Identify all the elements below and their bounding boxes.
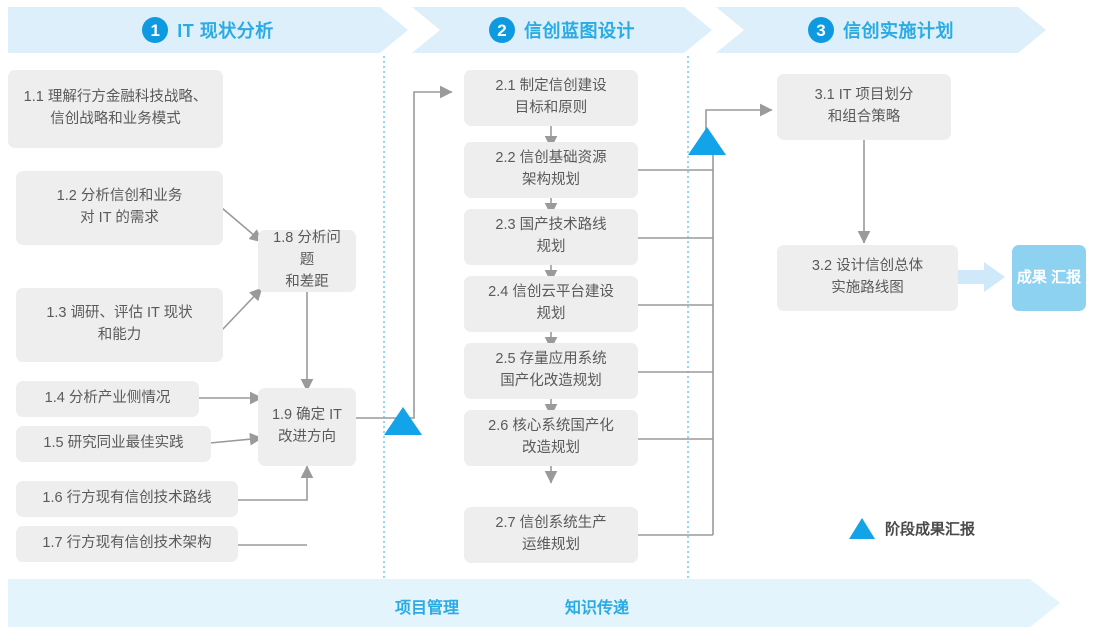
node-3-2[interactable]: 3.2 设计信创总体 实施路线图 (777, 245, 958, 311)
node-1-8-line1: 1.8 分析问题 (273, 230, 341, 269)
result-badge-line2: 汇报 (1051, 268, 1082, 286)
legend: 阶段成果汇报 (849, 518, 975, 539)
node-2-1-line2: 目标和原则 (514, 100, 588, 116)
node-1-6-label: 1.6 行方现有信创技术路线 (42, 490, 212, 507)
node-2-7[interactable]: 2.7 信创系统生产 运维规划 (464, 507, 638, 563)
node-2-6-line1: 2.6 核心系统国产化 (488, 418, 614, 435)
result-badge-line1: 成果 (1016, 268, 1047, 286)
milestone-triangle-icon (849, 518, 875, 539)
phase-band-3: 3 信创实施计划 (716, 7, 1046, 53)
node-1-5-label: 1.5 研究同业最佳实践 (43, 435, 184, 452)
milestone-triangle-phase2 (688, 127, 726, 155)
node-1-9-line1: 1.9 确定 IT (271, 407, 343, 424)
node-1-9[interactable]: 1.9 确定 IT 改进方向 (258, 388, 356, 466)
node-1-4[interactable]: 1.4 分析产业侧情况 (16, 381, 199, 417)
node-1-2-line1: 1.2 分析信创和业务 (56, 188, 183, 205)
node-1-1-line2: 信创战略和业务模式 (50, 111, 181, 127)
node-2-3-line2: 规划 (536, 239, 566, 255)
result-badge[interactable]: 成果 汇报 (1012, 245, 1086, 311)
node-1-3-line1: 1.3 调研、评估 IT 现状 (46, 305, 193, 322)
node-2-7-line1: 2.7 信创系统生产 (495, 515, 607, 532)
node-1-9-line2: 改进方向 (277, 429, 336, 445)
phase-title-2: 信创蓝图设计 (524, 21, 635, 41)
node-1-6[interactable]: 1.6 行方现有信创技术路线 (16, 481, 238, 517)
phase-number-1: 1 (142, 17, 169, 43)
bottom-band (8, 579, 1060, 627)
node-2-4-line1: 2.4 信创云平台建设 (488, 284, 614, 301)
node-2-3[interactable]: 2.3 国产技术路线 规划 (464, 209, 638, 265)
node-3-1-line1: 3.1 IT 项目划分 (814, 87, 914, 104)
node-2-6[interactable]: 2.6 核心系统国产化 改造规划 (464, 410, 638, 466)
bottom-label-project-management: 项目管理 (395, 600, 460, 617)
node-3-1[interactable]: 3.1 IT 项目划分 和组合策略 (777, 74, 951, 140)
node-1-5[interactable]: 1.5 研究同业最佳实践 (16, 426, 211, 462)
node-3-2-line1: 3.2 设计信创总体 (811, 258, 924, 275)
node-2-5[interactable]: 2.5 存量应用系统 国产化改造规划 (464, 343, 638, 399)
node-1-1-line1: 1.1 理解行方金融科技战略、 (23, 89, 208, 106)
node-1-8-line2: 和差距 (285, 273, 329, 290)
node-2-5-line1: 2.5 存量应用系统 (495, 351, 607, 368)
node-1-8[interactable]: 1.8 分析问题 和差距 (258, 230, 356, 292)
node-2-7-line2: 运维规划 (522, 537, 580, 553)
node-1-3[interactable]: 1.3 调研、评估 IT 现状 和能力 (16, 288, 223, 362)
node-2-1-line1: 2.1 制定信创建设 (495, 78, 607, 95)
node-1-7[interactable]: 1.7 行方现有信创技术架构 (16, 526, 238, 562)
node-2-5-line2: 国产化改造规划 (500, 373, 602, 389)
node-2-2[interactable]: 2.2 信创基础资源 架构规划 (464, 142, 638, 198)
node-1-1[interactable]: 1.1 理解行方金融科技战略、 信创战略和业务模式 (8, 70, 223, 148)
node-2-4-line2: 规划 (536, 306, 566, 322)
node-3-2-line2: 实施路线图 (831, 280, 904, 296)
node-2-3-line1: 2.3 国产技术路线 (495, 217, 607, 234)
phase-title-1: IT 现状分析 (177, 21, 274, 41)
node-1-3-line2: 和能力 (97, 327, 142, 343)
node-1-2[interactable]: 1.2 分析信创和业务 对 IT 的需求 (16, 171, 223, 245)
milestone-triangle-phase1 (384, 407, 422, 435)
bottom-label-knowledge-transfer: 知识传递 (565, 600, 630, 617)
phase-title-3: 信创实施计划 (843, 21, 954, 41)
node-3-1-line2: 和组合策略 (827, 109, 901, 125)
node-1-2-line2: 对 IT 的需求 (80, 210, 159, 226)
node-2-2-line1: 2.2 信创基础资源 (495, 150, 607, 167)
phase-band-2: 2 信创蓝图设计 (412, 7, 712, 53)
node-2-6-line2: 改造规划 (522, 440, 580, 456)
node-2-2-line2: 架构规划 (522, 172, 580, 188)
node-2-1[interactable]: 2.1 制定信创建设 目标和原则 (464, 70, 638, 126)
legend-label: 阶段成果汇报 (885, 521, 976, 538)
phase-number-3: 3 (808, 17, 834, 43)
phase-number-2: 2 (489, 17, 515, 43)
node-2-4[interactable]: 2.4 信创云平台建设 规划 (464, 276, 638, 332)
phase-band-1: 1 IT 现状分析 (8, 7, 408, 53)
node-1-7-label: 1.7 行方现有信创技术架构 (42, 535, 212, 552)
node-1-4-label: 1.4 分析产业侧情况 (44, 390, 171, 407)
